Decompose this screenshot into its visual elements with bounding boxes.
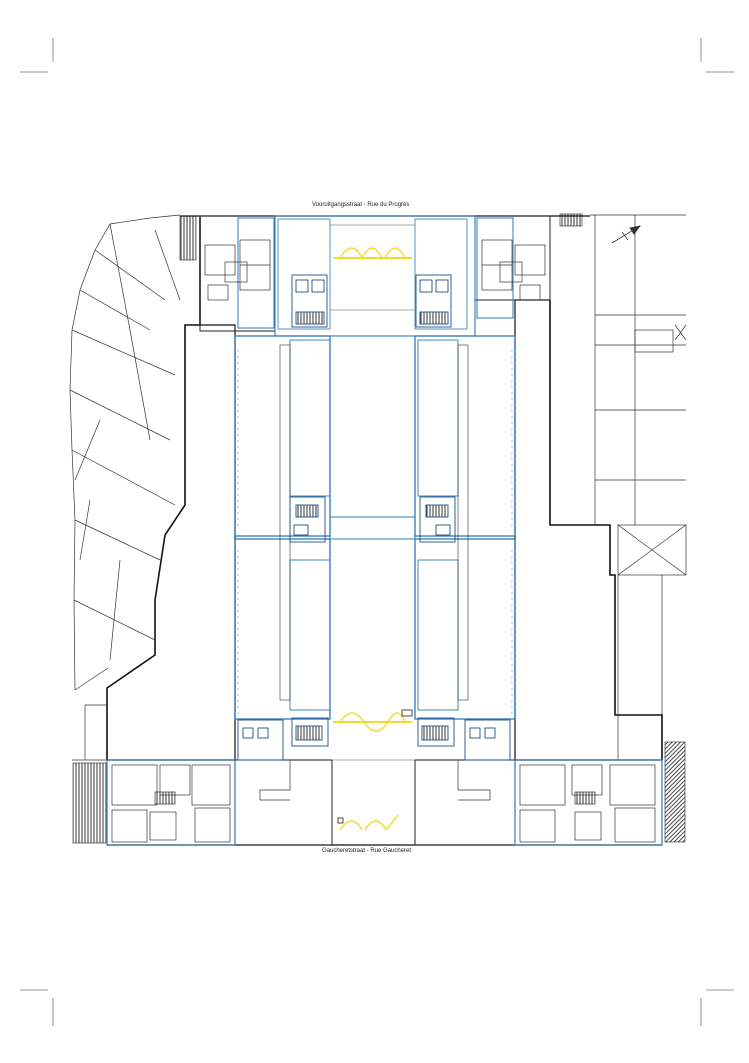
yellow-gates [333, 247, 412, 831]
corner-block-south-west [106, 759, 236, 846]
stair-cores [237, 274, 511, 761]
north-court [274, 215, 476, 337]
neighbour-parcels-left [69, 214, 181, 761]
site-boundary-left [106, 217, 201, 760]
markers [337, 709, 413, 824]
main-building [106, 215, 663, 846]
hatched-wall-right-top [559, 213, 583, 227]
east-wing-upper [414, 335, 516, 537]
neighbour-parcels-right [590, 214, 687, 760]
corner-block-south-east [514, 759, 663, 846]
north-arrow-icon [611, 225, 641, 244]
site-boundary-right [549, 300, 663, 760]
hatched-wall-left-top [179, 215, 197, 261]
east-wing-lower [414, 538, 516, 720]
south-block-east [414, 759, 516, 846]
street-label-south: Gaucheretstraat - Rue Gaucheret [322, 848, 412, 854]
crop-marks [20, 38, 734, 1026]
street-label-north: Vooruitgangsstraat - Rue du Progrès [312, 202, 410, 208]
west-wing-lower [234, 538, 331, 720]
hatched-wall-right-bottom [664, 741, 686, 843]
south-block-west [234, 759, 333, 846]
middle-bridge [329, 516, 416, 540]
hatched-wall-left-bottom [72, 762, 107, 844]
apartment-interiors [111, 239, 656, 843]
